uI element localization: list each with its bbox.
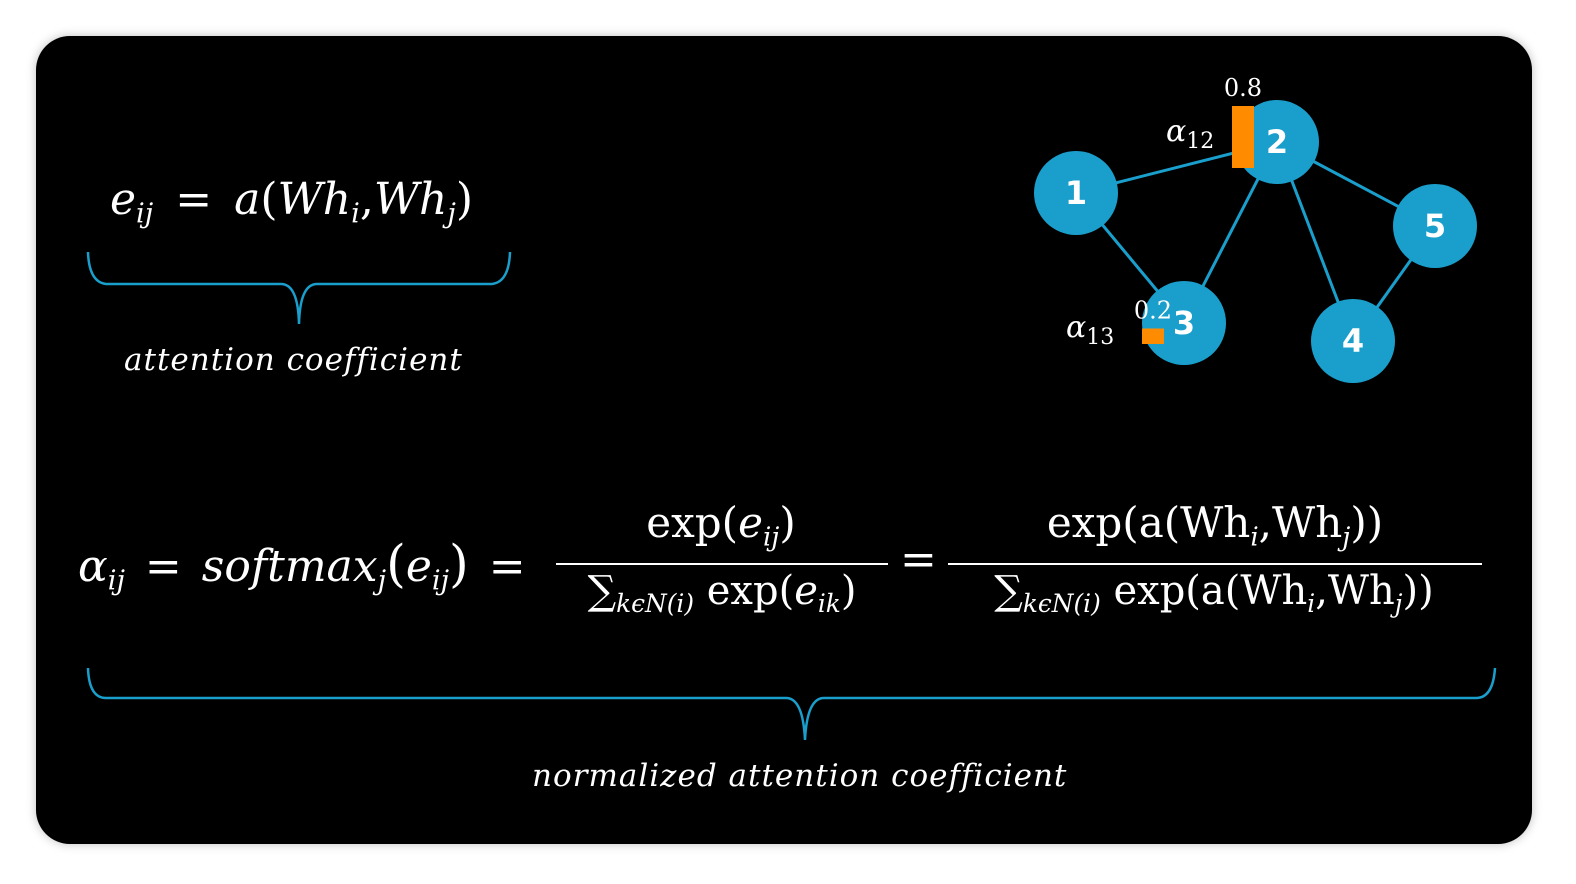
node-1 [1034, 151, 1118, 235]
formula2-softmax-e: e [405, 541, 432, 592]
formula2-eq2: = [488, 541, 526, 592]
node-5 [1393, 184, 1477, 268]
brace-normalized [86, 667, 1497, 741]
formula2-softmax-close: ) [449, 534, 469, 593]
frac2-den-s2: j [1394, 588, 1403, 618]
attention-value-1-2: 0.8 [1224, 74, 1262, 102]
node-label-4: 4 [1342, 322, 1364, 360]
formula1-wh-i-sub: i [351, 198, 360, 230]
frac2-den-sum-sub: kϵN(i) [1022, 588, 1101, 618]
fraction1-numerator: exp(eij) [556, 498, 886, 552]
formula2-softmax: softmax [201, 541, 378, 592]
brace-attention [86, 251, 512, 325]
attention-bar-1-3 [1142, 328, 1164, 344]
node-2 [1235, 100, 1319, 184]
formula1-func: a [234, 174, 261, 225]
formula1-wh-i: Wh [277, 174, 352, 225]
node-4 [1311, 299, 1395, 383]
frac1-den-e: e [794, 568, 818, 614]
formula1-close: ) [455, 174, 474, 225]
frac2-den-s1: i [1307, 588, 1316, 618]
fraction1-bar [556, 563, 888, 565]
formula1-lhs-sub: ij [136, 198, 154, 230]
frac1-den-close: ) [840, 568, 857, 614]
frac1-den-sub: ik [817, 588, 841, 618]
attention-label-1-3: α13 [1066, 310, 1114, 350]
normalized-lhs: αij = softmaxj(eij) = [78, 534, 532, 597]
node-label-3: 3 [1173, 304, 1195, 342]
frac2-num-s2: j [1342, 522, 1351, 553]
frac2-den-post: )) [1402, 568, 1434, 614]
frac2-den-pre: exp(a(Wh [1113, 568, 1308, 614]
caption-normalized-attention-coefficient: normalized attention coefficient [532, 758, 1068, 794]
node-label-1: 1 [1065, 174, 1087, 212]
graph-diagram: 1 2 3 4 5 0.8 α12 0.2 α13 [1034, 74, 1477, 383]
formula1-comma: , [359, 174, 374, 225]
node-label-2: 2 [1266, 123, 1288, 161]
attention-bar-1-2 [1232, 106, 1254, 168]
fraction2-denominator: ∑kϵN(i) exp(a(Whi,Whj)) [940, 568, 1488, 618]
node-label-5: 5 [1424, 207, 1446, 245]
frac1-den-sum-sub: kϵN(i) [616, 588, 695, 618]
formula1-open: ( [260, 174, 278, 225]
frac1-den-exp: exp( [706, 568, 795, 614]
frac2-num-post: )) [1350, 498, 1384, 547]
frac1-num-exp: exp( [646, 498, 739, 547]
attention-bars: 0.8 α12 0.2 α13 [1066, 74, 1262, 350]
formula2-softmax-sub: j [377, 565, 387, 597]
frac2-den-sum: ∑ [994, 568, 1023, 614]
caption-attention-coefficient: attention coefficient [124, 342, 463, 378]
frac1-num-close: ) [779, 498, 796, 547]
frac1-den-sum: ∑ [587, 568, 617, 614]
attention-label-1-2: α12 [1166, 114, 1214, 154]
frac2-num-pre: exp(a(Wh [1046, 498, 1251, 547]
formula2-eq3: = [900, 534, 937, 585]
fraction2-numerator: exp(a(Whi,Whj)) [948, 498, 1482, 552]
slide-canvas: eij = a(Whi,Whj) attention coefficient α… [36, 36, 1532, 844]
formula2-softmax-e-sub: ij [431, 565, 450, 597]
attention-value-1-3: 0.2 [1134, 297, 1172, 325]
frac2-den-mid: ,Wh [1315, 568, 1395, 614]
formula1-wh-j-sub: j [447, 198, 456, 230]
attention-formula: eij = a(Whi,Whj) [110, 174, 473, 230]
formula1-equals: = [175, 174, 213, 225]
fraction2-bar [948, 563, 1482, 565]
frac1-num-sub: ij [762, 522, 780, 553]
frac2-num-s1: i [1250, 522, 1259, 553]
formula2-alpha: α [78, 541, 108, 592]
frac2-num-mid: ,Wh [1258, 498, 1343, 547]
formula1-lhs: e [110, 174, 137, 225]
formula2-eq1: = [144, 541, 182, 592]
frac1-num-e: e [738, 498, 763, 547]
fraction1-denominator: ∑kϵN(i) exp(eik) [548, 568, 896, 618]
graph-nodes: 1 2 3 4 5 [1034, 100, 1477, 383]
formula1-wh-j: Wh [373, 174, 448, 225]
formula2-softmax-open: ( [386, 534, 406, 593]
formula2-alpha-sub: ij [107, 565, 125, 597]
